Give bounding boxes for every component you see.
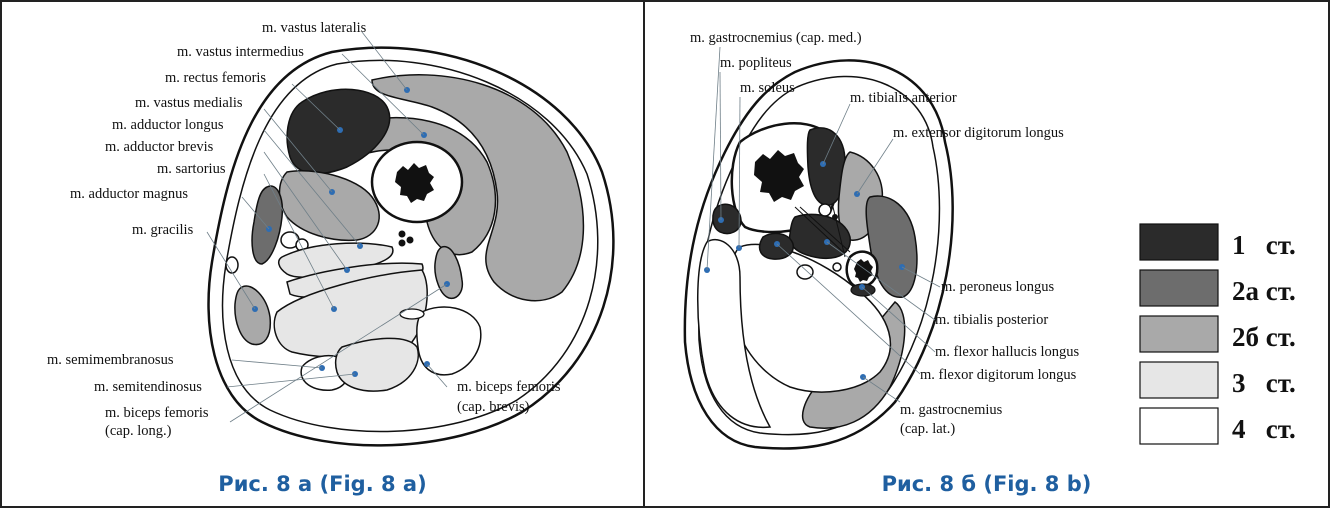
label-adductor-brevis: m. adductor brevis bbox=[105, 139, 214, 155]
label-gastrocnemius-medial: m. gastrocnemius (cap. med.) bbox=[690, 30, 862, 46]
legend-swatch bbox=[1140, 408, 1218, 444]
label-extensor-digitorum: m. extensor digitorum longus bbox=[893, 125, 1064, 141]
legend-label: 2а ст. bbox=[1232, 276, 1296, 306]
popliteus-muscle bbox=[713, 204, 741, 233]
label-gracilis: m. gracilis bbox=[132, 222, 194, 238]
legend-label: 1 ст. bbox=[1232, 230, 1296, 260]
leg-diagram: m. gastrocnemius (cap. med.) m. popliteu… bbox=[645, 2, 1330, 510]
label-semitendinosus: m. semitendinosus bbox=[94, 379, 202, 395]
label-adductor-magnus: m. adductor magnus bbox=[70, 186, 188, 202]
label-biceps-long: m. biceps femoris bbox=[105, 405, 209, 421]
label-rectus-femoris: m. rectus femoris bbox=[165, 70, 266, 86]
legend-swatch bbox=[1140, 362, 1218, 398]
label-semimembranosus: m. semimembranosus bbox=[47, 352, 174, 368]
label-popliteus: m. popliteus bbox=[720, 55, 792, 71]
legend-swatch bbox=[1140, 224, 1218, 260]
label-gastrocnemius-lateral-cap: (cap. lat.) bbox=[900, 421, 955, 437]
panel-thigh-cross-section: m. vastus lateralis m. vastus intermediu… bbox=[0, 0, 645, 508]
legend-swatch bbox=[1140, 270, 1218, 306]
sciatic-nerve bbox=[400, 309, 424, 319]
label-flexor-digitorum: m. flexor digitorum longus bbox=[920, 367, 1077, 383]
label-peroneus-longus: m. peroneus longus bbox=[941, 279, 1055, 295]
legend-label: 2б ст. bbox=[1232, 322, 1296, 352]
label-biceps-long-cap: (cap. long.) bbox=[105, 423, 172, 439]
label-biceps-brevis-cap: (cap. brevis) bbox=[457, 399, 530, 415]
label-tibialis-posterior: m. tibialis posterior bbox=[935, 312, 1048, 328]
label-sartorius: m. sartorius bbox=[157, 161, 226, 177]
vessel-dot bbox=[399, 240, 406, 247]
legend: 1 ст. 2а ст. 2б ст. 3 ст. 4 ст. bbox=[1140, 224, 1296, 444]
legend-label: 4 ст. bbox=[1232, 414, 1296, 444]
thigh-diagram: m. vastus lateralis m. vastus intermediu… bbox=[2, 2, 647, 510]
label-adductor-longus: m. adductor longus bbox=[112, 117, 224, 133]
caption-fig-8a: Рис. 8 а (Fig. 8 a) bbox=[2, 472, 643, 496]
label-soleus: m. soleus bbox=[740, 80, 795, 96]
label-gastrocnemius-lateral: m. gastrocnemius bbox=[900, 402, 1003, 418]
vessel-dot bbox=[399, 231, 406, 238]
label-vastus-intermedius: m. vastus intermedius bbox=[177, 44, 304, 60]
label-vastus-lateralis: m. vastus lateralis bbox=[262, 20, 367, 36]
panel-leg-cross-section: m. gastrocnemius (cap. med.) m. popliteu… bbox=[643, 0, 1330, 508]
legend-swatch bbox=[1140, 316, 1218, 352]
caption-fig-8b: Рис. 8 б (Fig. 8 b) bbox=[645, 472, 1328, 496]
label-tibialis-anterior: m. tibialis anterior bbox=[850, 90, 957, 106]
vessel-circle bbox=[797, 265, 813, 279]
label-biceps-brevis: m. biceps femoris bbox=[457, 379, 561, 395]
legend-label: 3 ст. bbox=[1232, 368, 1296, 398]
label-vastus-medialis: m. vastus medialis bbox=[135, 95, 243, 111]
vessel-dot bbox=[407, 237, 414, 244]
vessel-circle bbox=[833, 263, 841, 271]
vessel-circle bbox=[819, 204, 831, 216]
label-flexor-hallucis: m. flexor hallucis longus bbox=[935, 344, 1080, 360]
